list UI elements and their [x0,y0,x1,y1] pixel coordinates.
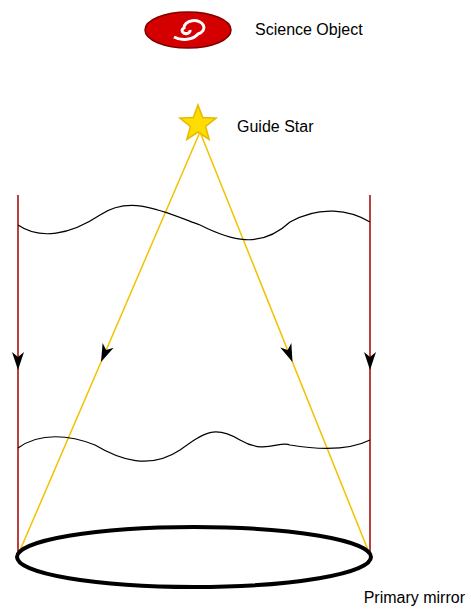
science-object-galaxy [145,12,231,48]
guide-ray [200,132,370,555]
turbulence-layer [18,205,370,239]
primary-mirror [17,527,371,587]
science-ray [17,195,19,555]
galaxy-body [145,12,231,48]
guide-star [180,105,216,139]
arrow-head [12,352,24,370]
arrow-head [95,343,113,364]
guide-ray [18,132,200,555]
label-text: Primary mirror [364,588,465,608]
science-ray [369,195,371,555]
galaxy-spiral [174,21,204,40]
turbulence-layer [18,432,370,461]
arrow-head [364,352,376,370]
label-text: Science Object [255,20,363,40]
arrow-head [280,343,298,364]
label-text: Guide Star [237,117,313,137]
